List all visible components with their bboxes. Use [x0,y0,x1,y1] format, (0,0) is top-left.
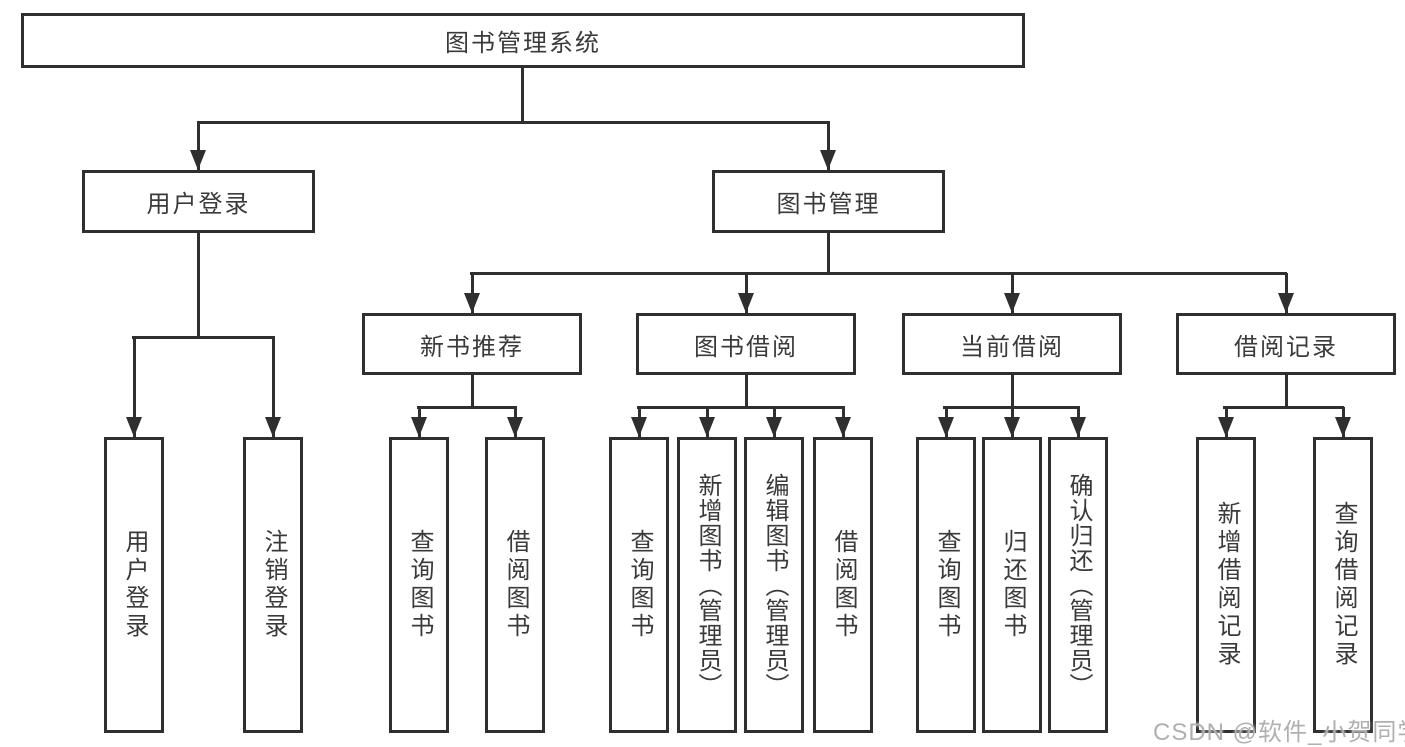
node-login-label: 用户登录 [121,529,148,641]
node-br-query-record-label: 查询借阅记录 [1330,501,1357,669]
connector-line [1285,375,1288,407]
arrowhead-icon [820,150,836,170]
arrowhead-icon [464,293,480,313]
arrowhead-icon [507,417,523,437]
node-br-add-record-label: 新增借阅记录 [1213,501,1240,669]
node-borrow-records-label: 借阅记录 [1234,333,1338,361]
connector-line [132,336,275,339]
connector-line [197,233,200,337]
connector-line [471,375,474,407]
node-rec-borrow-book: 借阅图书 [485,437,545,733]
arrowhead-icon [766,417,782,437]
arrowhead-icon [1218,417,1234,437]
connector-line [197,122,200,170]
node-rec-borrow-book-label: 借阅图书 [502,529,529,641]
node-bb-edit-book-label: 编辑图书（管理员） [761,472,788,698]
arrowhead-icon [835,417,851,437]
node-cb-query-book: 查询图书 [916,437,976,733]
node-current-borrow-label: 当前借阅 [960,333,1064,361]
arrowhead-icon [738,293,754,313]
arrowhead-icon [631,417,647,437]
arrowhead-icon [1004,417,1020,437]
node-bb-borrow-book: 借阅图书 [813,437,873,733]
node-current-borrow: 当前借阅 [902,313,1122,375]
connector-line [637,406,845,409]
arrowhead-icon [1335,417,1351,437]
connector-line [943,406,1080,409]
node-new-book-rec: 新书推荐 [362,313,582,375]
connector-line [827,122,830,170]
arrowhead-icon [938,417,954,437]
node-cb-return-book-label: 归还图书 [999,529,1026,641]
connector-line [133,337,136,437]
arrowhead-icon [190,150,206,170]
node-bb-query-book: 查询图书 [609,437,669,733]
node-user-login-label: 用户登录 [146,191,251,218]
node-cb-confirm-return: 确认归还（管理员） [1048,437,1108,733]
node-bb-query-book-label: 查询图书 [626,529,653,641]
node-login: 用户登录 [104,437,164,733]
csdn-watermark: CSDN @软件_小贺同学 [1153,719,1405,746]
connector-line [1223,406,1344,409]
arrowhead-icon [1278,293,1294,313]
node-cb-return-book: 归还图书 [982,437,1042,733]
connector-line [827,233,830,273]
connector-line [470,272,1287,275]
node-book-borrow-label: 图书借阅 [694,333,798,361]
arrowhead-icon [126,417,142,437]
node-br-add-record: 新增借阅记录 [1196,437,1256,733]
node-br-query-record: 查询借阅记录 [1313,437,1373,733]
node-book-manage-label: 图书管理 [776,191,881,218]
node-cb-query-book-label: 查询图书 [933,529,960,641]
node-rec-query-book-label: 查询图书 [406,529,433,641]
node-bb-borrow-book-label: 借阅图书 [830,529,857,641]
connector-line [1011,375,1014,407]
arrowhead-icon [1070,417,1086,437]
connector-line [197,121,830,124]
node-bb-add-book: 新增图书（管理员） [677,437,737,733]
node-bb-edit-book: 编辑图书（管理员） [744,437,804,733]
node-root-label: 图书管理系统 [445,30,601,57]
node-new-book-rec-label: 新书推荐 [420,333,524,361]
node-user-login: 用户登录 [82,170,315,233]
connector-line [417,406,517,409]
node-book-borrow: 图书借阅 [636,313,856,375]
connector-line [272,337,275,437]
node-logout-label: 注销登录 [260,529,287,641]
arrowhead-icon [1004,293,1020,313]
node-bb-add-book-label: 新增图书（管理员） [694,472,721,698]
node-logout: 注销登录 [243,437,303,733]
connector-line [745,375,748,407]
node-root: 图书管理系统 [21,13,1025,68]
node-borrow-records: 借阅记录 [1176,313,1396,375]
arrowhead-icon [411,417,427,437]
arrowhead-icon [265,417,281,437]
node-cb-confirm-return-label: 确认归还（管理员） [1065,472,1092,698]
node-book-manage: 图书管理 [712,170,945,233]
arrowhead-icon [699,417,715,437]
connector-line [521,68,524,122]
node-rec-query-book: 查询图书 [389,437,449,733]
